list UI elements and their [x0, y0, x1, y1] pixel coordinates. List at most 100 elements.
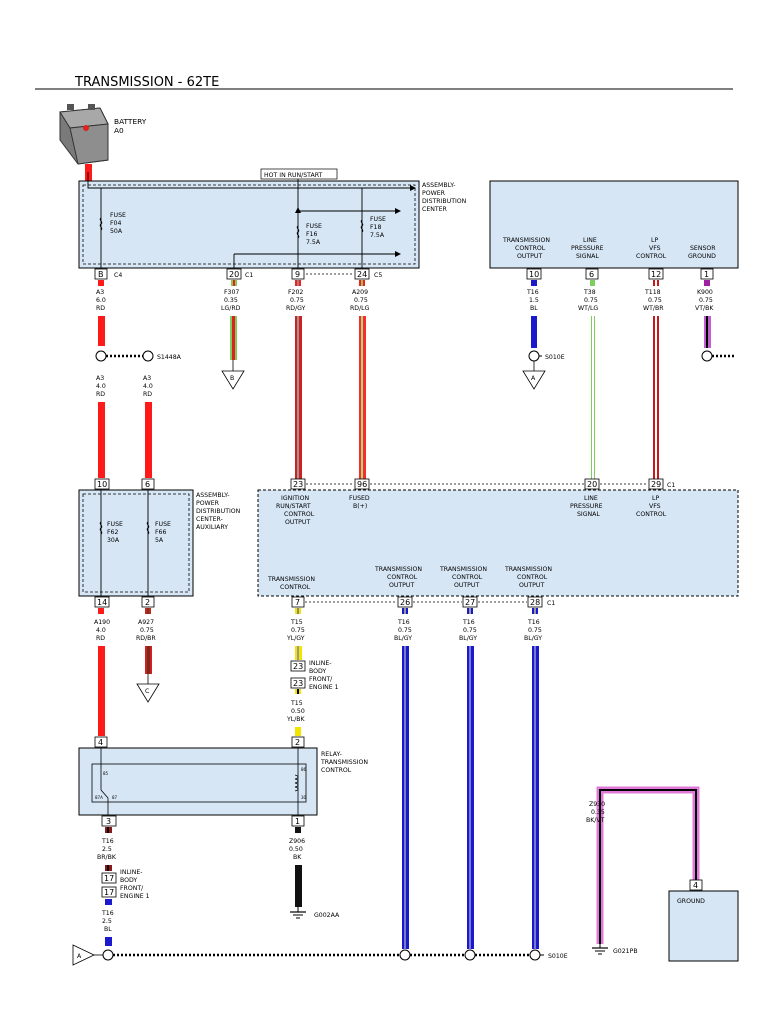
svg-text:DISTRIBUTION: DISTRIBUTION: [422, 198, 467, 205]
svg-text:RUN/START: RUN/START: [276, 503, 311, 510]
pdc-label: ASSEMBLY- POWER DISTRIBUTION CENTER: [422, 182, 467, 213]
svg-text:0.75: 0.75: [699, 297, 713, 304]
svg-text:TRANSMISSION: TRANSMISSION: [439, 566, 487, 573]
svg-text:S010E: S010E: [545, 354, 565, 361]
svg-text:6: 6: [589, 270, 594, 279]
battery-name: BATTERY: [114, 117, 147, 126]
svg-text:C4: C4: [114, 272, 122, 279]
wire-t16b-label: T16 0.75 BL/GY: [459, 619, 477, 642]
svg-text:SENSOR: SENSOR: [690, 245, 716, 252]
svg-text:AUXILIARY: AUXILIARY: [196, 524, 228, 531]
splice-s1448a: S1448A: [95, 350, 182, 362]
svg-text:RD/BR: RD/BR: [136, 635, 156, 642]
svg-text:BL/GY: BL/GY: [394, 635, 412, 642]
svg-text:F307: F307: [224, 289, 239, 296]
svg-text:K900: K900: [697, 289, 713, 296]
svg-text:6.0: 6.0: [96, 297, 106, 304]
wire-t15-label: T15 0.75 YL/GY: [286, 619, 305, 642]
svg-text:1: 1: [295, 817, 300, 826]
wire-a209: [359, 316, 366, 481]
svg-text:28: 28: [530, 598, 540, 607]
svg-text:4.0: 4.0: [143, 383, 153, 390]
fuse-f18-label: FUSE F18 7.5A: [370, 216, 386, 239]
svg-text:OUTPUT: OUTPUT: [454, 582, 479, 589]
svg-text:RD/GY: RD/GY: [286, 305, 306, 312]
svg-text:3: 3: [106, 817, 111, 826]
svg-text:SIGNAL: SIGNAL: [577, 511, 600, 518]
svg-text:12: 12: [651, 270, 661, 279]
svg-text:6: 6: [145, 480, 150, 489]
svg-text:FUSED: FUSED: [349, 495, 370, 502]
svg-text:RD: RD: [96, 635, 105, 642]
svg-text:T16: T16: [101, 838, 114, 845]
wire-t16-bl-label: T16 2.5 BL: [101, 910, 114, 933]
wire-t16-tcm: [531, 316, 537, 348]
svg-text:GROUND: GROUND: [688, 253, 716, 260]
svg-text:B: B: [98, 270, 104, 279]
connector-c: C: [136, 674, 160, 703]
svg-text:CENTER: CENTER: [422, 206, 448, 213]
svg-text:OUTPUT: OUTPUT: [517, 253, 542, 260]
tcm-top-module: [489, 180, 739, 269]
svg-text:23: 23: [293, 480, 303, 489]
svg-text:T15: T15: [290, 619, 303, 626]
svg-text:BL: BL: [530, 305, 538, 312]
svg-text:CONTROL: CONTROL: [636, 253, 667, 260]
tcm-top-label-lp-vfs-control: LP VFS CONTROL: [636, 237, 667, 260]
svg-text:TRANSMISSION: TRANSMISSION: [320, 759, 368, 766]
tcm-label-transmission-control: TRANSMISSION CONTROL: [267, 576, 315, 591]
svg-text:CONTROL: CONTROL: [517, 574, 548, 581]
svg-text:INLINE-: INLINE-: [309, 660, 332, 667]
tcm-top-label-line-pressure-signal: LINE PRESSURE SIGNAL: [571, 237, 604, 260]
wire-t118-label: T118 0.75 WT/BR: [643, 289, 664, 312]
wire-t38: [591, 316, 595, 481]
connector-a-bottom: A: [72, 944, 103, 966]
svg-text:CONTROL: CONTROL: [280, 584, 311, 591]
svg-text:CONTROL: CONTROL: [284, 511, 315, 518]
tcm-label-lp-vfs: LP VFS CONTROL: [636, 495, 667, 518]
svg-text:G021PB: G021PB: [613, 948, 638, 955]
svg-text:CONTROL: CONTROL: [636, 511, 667, 518]
wire-a3-left-label: A3 4.0 RD: [96, 375, 106, 398]
svg-text:A3: A3: [96, 289, 104, 296]
svg-text:Z906: Z906: [289, 838, 305, 845]
svg-text:2.5: 2.5: [102, 918, 112, 925]
svg-text:FRONT/: FRONT/: [120, 885, 144, 892]
svg-text:0.75: 0.75: [528, 627, 542, 634]
svg-text:BR/BK: BR/BK: [97, 854, 117, 861]
svg-text:BL/GY: BL/GY: [524, 635, 542, 642]
svg-text:BODY: BODY: [309, 668, 326, 675]
svg-text:F62: F62: [107, 529, 118, 536]
svg-text:0.75: 0.75: [398, 627, 412, 634]
svg-text:VT/BK: VT/BK: [695, 305, 714, 312]
tcm-top-pins: 10 6 12 1: [526, 268, 714, 280]
wire-k900: [701, 316, 735, 362]
wire-t16c-label: T16 0.75 BL/GY: [524, 619, 542, 642]
ground-module: 4 GROUND: [668, 879, 739, 962]
tcm-top-label-sensor-ground: SENSOR GROUND: [688, 245, 716, 260]
fuse-f62-label: FUSE F62 30A: [107, 521, 123, 544]
svg-text:FRONT/: FRONT/: [309, 676, 333, 683]
svg-text:T38: T38: [583, 289, 596, 296]
svg-text:1.5: 1.5: [529, 297, 539, 304]
svg-text:TRANSMISSION: TRANSMISSION: [504, 566, 552, 573]
svg-text:A209: A209: [352, 289, 368, 296]
svg-text:TRANSMISSION: TRANSMISSION: [267, 576, 315, 583]
wire-z930: [596, 786, 700, 944]
wire-a209-label: A209 0.75 RD/LG: [350, 289, 370, 312]
svg-text:C1: C1: [547, 600, 555, 607]
svg-text:7.5A: 7.5A: [370, 232, 385, 239]
svg-text:CONTROL: CONTROL: [452, 574, 483, 581]
pdc-pin-b: B C4: [94, 268, 122, 280]
pdc-aux-label: ASSEMBLY- POWER DISTRIBUTION CENTER- AUX…: [196, 492, 241, 531]
tcm-label-output-2: TRANSMISSION CONTROL OUTPUT: [439, 566, 487, 589]
svg-text:POWER: POWER: [196, 500, 220, 507]
svg-text:S1448A: S1448A: [157, 354, 182, 361]
svg-text:A927: A927: [138, 619, 154, 626]
svg-text:OUTPUT: OUTPUT: [389, 582, 414, 589]
svg-text:VFS: VFS: [649, 503, 661, 510]
svg-text:86: 86: [301, 767, 307, 772]
svg-text:A190: A190: [94, 619, 110, 626]
svg-text:T16: T16: [101, 910, 114, 917]
wire-t16c: [532, 646, 539, 949]
